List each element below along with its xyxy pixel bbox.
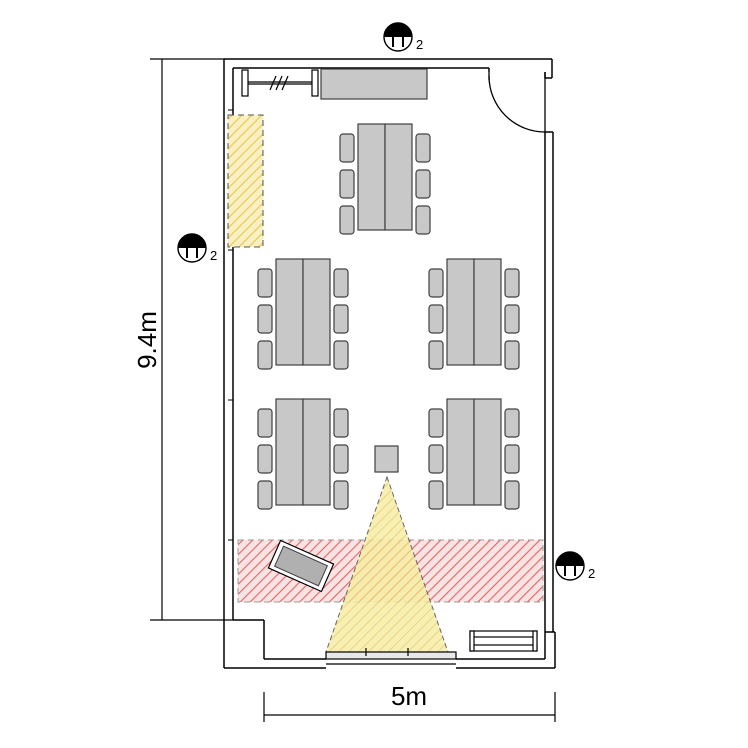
- outlet-icon: 2: [177, 233, 217, 263]
- chair: [428, 304, 444, 334]
- chair: [415, 133, 431, 163]
- width-dimension: [263, 692, 556, 722]
- chair: [257, 268, 273, 298]
- height-dimension-label: 9.4m: [132, 311, 162, 369]
- table: [446, 398, 475, 506]
- door-swing-icon: [488, 72, 546, 133]
- chair: [333, 444, 349, 474]
- projector-icon: [374, 445, 399, 473]
- chair: [504, 304, 520, 334]
- chair: [257, 444, 273, 474]
- chair: [415, 169, 431, 199]
- bench: [469, 630, 538, 652]
- chair: [428, 268, 444, 298]
- chair: [504, 408, 520, 438]
- chair: [428, 444, 444, 474]
- table: [302, 258, 331, 366]
- width-dimension-label: 5m: [391, 681, 427, 711]
- svg-text:2: 2: [588, 566, 595, 581]
- window-markers: [228, 109, 233, 541]
- table-groups: [257, 123, 520, 510]
- svg-text:2: 2: [416, 37, 423, 52]
- svg-text:2: 2: [210, 248, 217, 263]
- chair: [257, 304, 273, 334]
- table: [446, 258, 475, 366]
- room-walls: [223, 58, 556, 669]
- table: [275, 398, 304, 506]
- height-dimension: [150, 58, 233, 621]
- outlet-icon: 2: [555, 551, 595, 581]
- projection-screen: [325, 648, 457, 665]
- lectern: [267, 539, 335, 593]
- chair: [504, 268, 520, 298]
- chair: [257, 340, 273, 370]
- chair: [333, 304, 349, 334]
- chair: [333, 480, 349, 510]
- chair: [257, 408, 273, 438]
- chair: [504, 444, 520, 474]
- chair: [333, 340, 349, 370]
- table: [357, 123, 386, 231]
- table: [473, 398, 502, 506]
- table: [473, 258, 502, 366]
- chair: [504, 340, 520, 370]
- chair: [333, 408, 349, 438]
- chair: [257, 480, 273, 510]
- projection-cone: [325, 475, 449, 653]
- chair: [339, 205, 355, 235]
- chair: [504, 480, 520, 510]
- chair: [339, 169, 355, 199]
- whiteboard-zone: [227, 114, 264, 248]
- table: [275, 258, 304, 366]
- chair: [428, 340, 444, 370]
- chair: [339, 133, 355, 163]
- side-counter: [320, 68, 428, 100]
- table: [302, 398, 331, 506]
- table: [384, 123, 413, 231]
- chair: [428, 408, 444, 438]
- chair: [415, 205, 431, 235]
- chair: [333, 268, 349, 298]
- outlet-icon: 2: [383, 22, 423, 52]
- coat-rack: [241, 69, 319, 97]
- chair: [428, 480, 444, 510]
